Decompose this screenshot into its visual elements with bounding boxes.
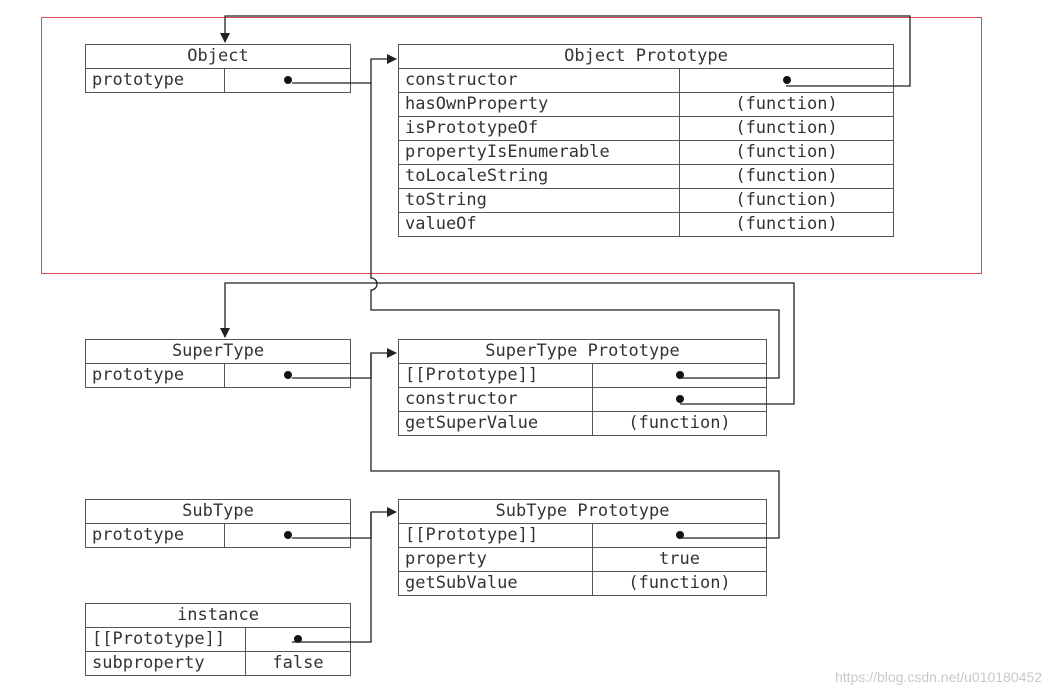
row-key: getSuperValue xyxy=(398,411,593,436)
object-prototype-key: prototype xyxy=(85,68,225,93)
pointer-dot-icon xyxy=(675,531,684,539)
pointer-dot-icon xyxy=(782,76,791,84)
row-value: true xyxy=(592,547,767,572)
subtype-table: SubType prototype xyxy=(85,499,351,548)
row-key: toLocaleString xyxy=(398,164,680,189)
supertype-prototype-title: SuperType Prototype xyxy=(398,339,767,364)
row-value: (function) xyxy=(678,188,895,213)
row-key: property xyxy=(398,547,593,572)
row-key: subproperty xyxy=(85,651,246,676)
supertype-prototype-constructor-pointer xyxy=(592,387,767,412)
supertype-prototype-pointer xyxy=(224,363,351,388)
row-key: valueOf xyxy=(398,212,680,237)
pointer-dot-icon xyxy=(283,371,292,379)
object-prototype-table: Object Prototype constructor hasOwnPrope… xyxy=(397,44,895,237)
pointer-dot-icon xyxy=(283,76,292,84)
subtype-prototype-key: prototype xyxy=(85,523,225,548)
subtype-prototype-pointer xyxy=(224,523,351,548)
row-value: (function) xyxy=(678,116,895,141)
subtype-title: SubType xyxy=(85,499,351,524)
row-value: (function) xyxy=(678,212,895,237)
row-key: getSubValue xyxy=(398,571,593,596)
instance-proto-key: [[Prototype]] xyxy=(85,627,246,652)
object-prototype-constructor-key: constructor xyxy=(398,68,680,93)
row-value: (function) xyxy=(678,92,895,117)
row-key: toString xyxy=(398,188,680,213)
pointer-dot-icon xyxy=(294,635,302,643)
object-table: Object prototype xyxy=(84,44,352,93)
instance-proto-pointer xyxy=(244,627,352,652)
supertype-prototype-proto-key: [[Prototype]] xyxy=(398,363,593,388)
row-value: (function) xyxy=(592,411,767,436)
subtype-prototype-proto-pointer xyxy=(592,523,767,548)
supertype-prototype-proto-pointer xyxy=(592,363,767,388)
subtype-prototype-title: SubType Prototype xyxy=(398,499,767,524)
pointer-dot-icon xyxy=(675,395,684,403)
row-value: (function) xyxy=(678,164,895,189)
object-prototype-title: Object Prototype xyxy=(397,44,895,69)
supertype-title: SuperType xyxy=(85,339,351,364)
pointer-dot-icon xyxy=(675,371,684,379)
object-prototype-constructor-pointer xyxy=(678,68,895,93)
row-value: (function) xyxy=(592,571,767,596)
supertype-prototype-constructor-key: constructor xyxy=(398,387,593,412)
supertype-table: SuperType prototype xyxy=(85,339,351,388)
row-value: false xyxy=(244,651,352,676)
supertype-prototype-key: prototype xyxy=(85,363,225,388)
row-key: hasOwnProperty xyxy=(398,92,680,117)
subtype-prototype-proto-key: [[Prototype]] xyxy=(398,523,593,548)
object-title: Object xyxy=(84,44,352,69)
row-key: propertyIsEnumerable xyxy=(398,140,680,165)
watermark-text: https://blog.csdn.net/u010180452 xyxy=(834,669,1042,685)
row-value: (function) xyxy=(678,140,895,165)
object-prototype-pointer xyxy=(223,68,352,93)
pointer-dot-icon xyxy=(283,531,292,539)
supertype-prototype-table: SuperType Prototype [[Prototype]] constr… xyxy=(398,339,767,436)
subtype-prototype-table: SubType Prototype [[Prototype]] property… xyxy=(398,499,767,596)
instance-title: instance xyxy=(84,603,352,628)
row-key: isPrototypeOf xyxy=(398,116,680,141)
